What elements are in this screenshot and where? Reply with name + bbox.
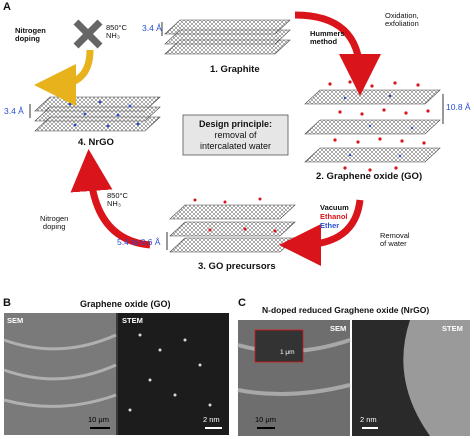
panel-c-stem-label: STEM — [442, 324, 463, 333]
step-2-label: 2. Graphene oxide (GO) — [316, 171, 423, 182]
panel-b-title: Graphene oxide (GO) — [80, 299, 171, 309]
arrow-doping-failed — [34, 49, 94, 106]
go-precursor-stack — [169, 197, 296, 253]
panel-b-stem-image — [118, 313, 229, 435]
panel-c-stem-scale: 2 nm — [360, 415, 377, 424]
step-3-label: 3. GO precursors — [198, 261, 276, 272]
nh3-top-label: 850°C NH₃ — [106, 23, 127, 40]
panel-b-sem-label: SEM — [7, 316, 24, 325]
design-principle-box — [182, 114, 289, 156]
arrow-graphite-to-go — [294, 11, 381, 96]
graphite-spacing: 3.4 Å — [142, 23, 162, 33]
nitrogen-doping-top-label: Nitrogen doping — [15, 26, 46, 43]
design-principle-text: Design principle: removal of intercalate… — [198, 119, 272, 151]
panel-c-inset — [254, 329, 304, 363]
panel-c-inset-scale: 1 μm — [280, 349, 295, 356]
step-1-label: 1. Graphite — [210, 64, 260, 75]
graphene-oxide-stack — [304, 80, 441, 172]
arrow-go-to-precursor — [279, 199, 364, 266]
panel-b-stem-label: STEM — [122, 316, 143, 325]
panel-b-sem-scale: 10 μm — [88, 415, 109, 424]
panel-c-sem-label: SEM — [330, 324, 347, 333]
panel-c-sem-scale: 10 μm — [255, 415, 276, 424]
arrow-precursor-to-nrgo — [70, 149, 151, 249]
blocked-x-icon — [73, 19, 103, 49]
nrgo-spacing: 3.4 Å — [4, 106, 24, 116]
panel-a-letter: A — [3, 1, 11, 13]
panel-b-stem-scale: 2 nm — [203, 415, 220, 424]
hummers-method-label: Hummers method — [310, 29, 345, 46]
nitrogen-doping-bottom-label: Nitrogen doping — [40, 214, 69, 231]
removal-of-water-label: Removal of water — [380, 231, 410, 248]
panel-b-letter: B — [3, 297, 11, 309]
go-spacing: 10.8 Å — [446, 102, 471, 112]
step-4-label: 4. NrGO — [78, 137, 114, 148]
oxidation-label: Oxidation, exfoliation — [385, 11, 419, 28]
graphite-stack — [164, 19, 291, 55]
panel-c-letter: C — [238, 297, 246, 309]
nh3-bottom-label: 850°C NH₃ — [107, 191, 128, 208]
vacuum-ethanol-ether: Vacuum Ethanol Ether — [320, 203, 349, 230]
panel-c-title: N-doped reduced Graghene oxide (NrGO) — [262, 305, 430, 315]
nrgo-stack — [34, 96, 161, 132]
precursor-spacing: 5.4 to 8.6 Å — [117, 237, 161, 247]
